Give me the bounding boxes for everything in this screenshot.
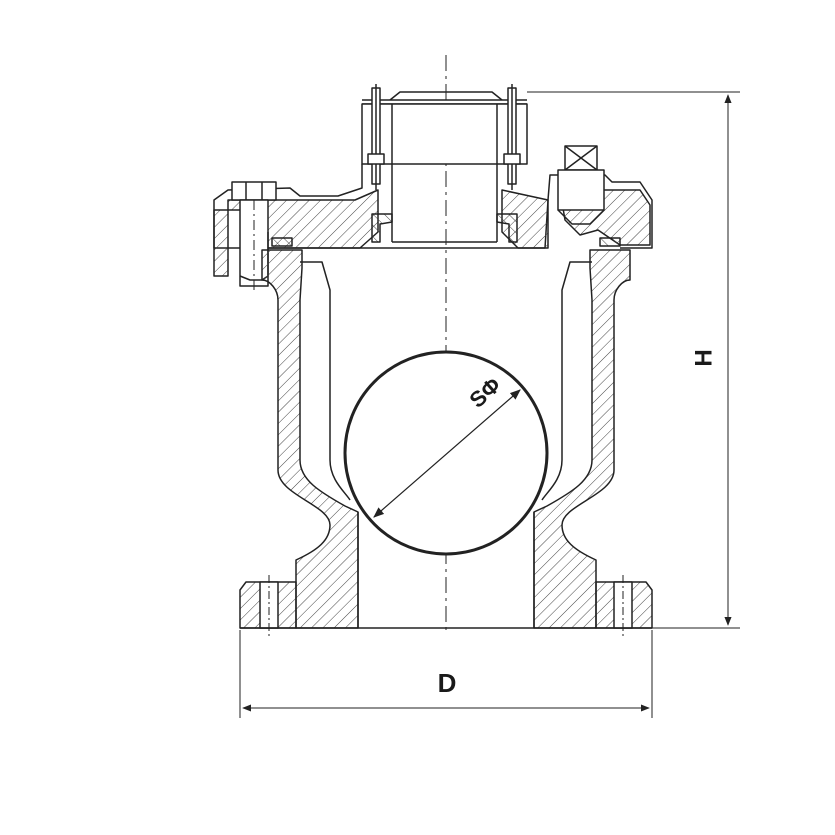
sphere-diameter-line: [373, 389, 521, 518]
dimension-height: [527, 91, 740, 629]
dimension-diameter: [239, 630, 653, 718]
gasket-right: [599, 237, 621, 247]
body-left-wall: [261, 249, 359, 629]
right-plug: [557, 145, 605, 225]
label-diameter: D: [438, 668, 457, 698]
gasket-left: [271, 237, 293, 247]
label-height: H: [690, 349, 717, 366]
top-cap: [361, 84, 528, 190]
float-ball: [343, 350, 549, 556]
body-right-wall: [533, 249, 631, 629]
